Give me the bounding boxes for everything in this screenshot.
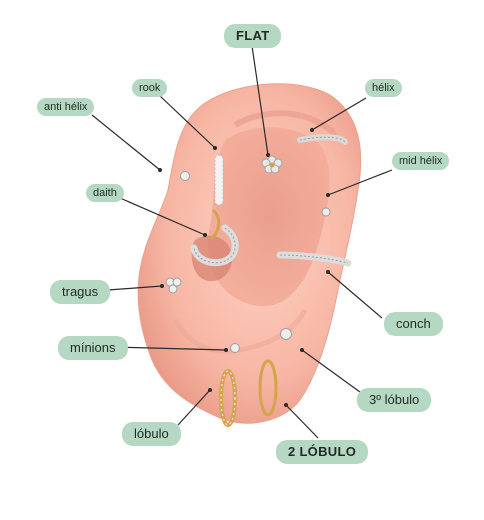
rook-bar [214, 154, 224, 206]
label-daith: daith [86, 184, 124, 202]
tragus-stud [165, 277, 182, 294]
label-lobulo-3: 3º lóbulo [357, 388, 432, 412]
label-tragus: tragus [50, 280, 111, 304]
arrow-heads [158, 128, 330, 407]
arrow-minions [113, 346, 227, 351]
label-anti-helix: anti hélix [37, 98, 95, 116]
anti-helix-stud [180, 171, 190, 181]
arrow-rook [159, 95, 216, 149]
arrow-daith [119, 197, 206, 236]
arrow-helix [311, 97, 367, 131]
label-flat: FLAT [224, 24, 282, 48]
lobulo-3-stud [280, 328, 292, 340]
arrow-mid-helix [327, 169, 393, 196]
lobe-fold [172, 308, 308, 354]
arrow-conch [327, 271, 383, 319]
label-conch: conch [384, 312, 443, 336]
arrow-lobulo-3 [301, 349, 361, 393]
label-mid-helix: mid hélix [392, 152, 450, 170]
arrow-lines [91, 45, 393, 439]
mid-helix-stud [321, 207, 331, 217]
label-minions: mínions [58, 336, 128, 360]
arrow-tragus [107, 285, 163, 291]
antihelix-fold [233, 110, 338, 138]
arrow-anti-helix [91, 114, 161, 171]
flat-stud [261, 155, 283, 174]
arrow-flat [251, 45, 269, 156]
label-lobulo-2: 2 LÓBULO [276, 440, 369, 464]
label-rook: rook [132, 79, 168, 97]
arrow-lobulo [177, 389, 211, 426]
ear-canal-shadow [191, 235, 233, 282]
lobulo-2-hoop [258, 359, 278, 417]
concha-shape [208, 127, 330, 307]
label-helix: hélix [365, 79, 402, 97]
arrow-lobulo-2 [285, 404, 319, 439]
label-lobulo: lóbulo [122, 422, 181, 446]
daith-gold [208, 208, 221, 242]
minions-stud [230, 343, 240, 353]
